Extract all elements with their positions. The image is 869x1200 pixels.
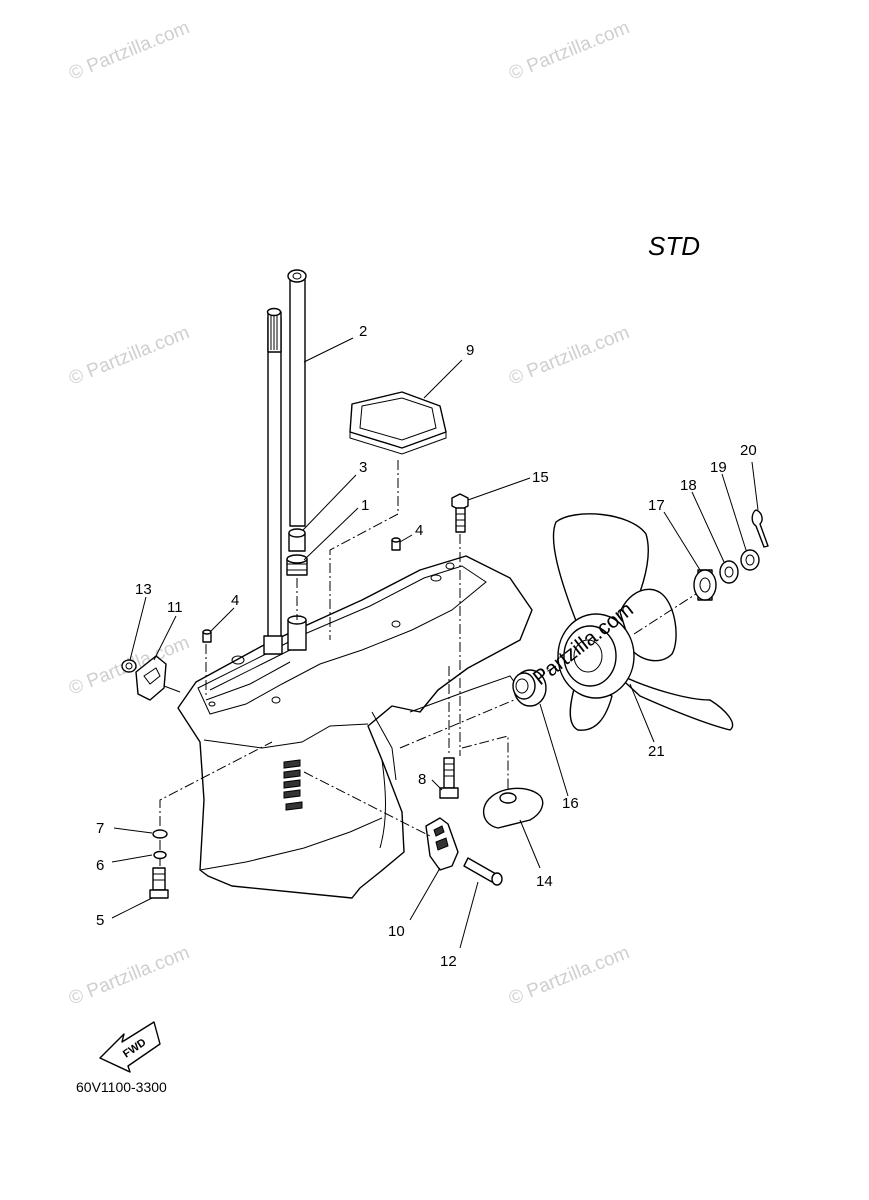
- leader-lines: [111, 337, 759, 949]
- part-11-bracket: [135, 655, 181, 701]
- callout-21: 21: [648, 743, 665, 760]
- part-15-bolt: [451, 493, 469, 533]
- variant-label: STD: [648, 231, 700, 261]
- callout-15: 15: [532, 469, 549, 486]
- part-4-dowel-pin: [391, 537, 401, 551]
- callout-16: 16: [562, 795, 579, 812]
- callout-12: 12: [440, 953, 457, 970]
- part-7-washer: [152, 829, 168, 839]
- forward-arrow-icon: FWD: [99, 1021, 161, 1073]
- callout-8: 8: [418, 771, 426, 788]
- callout-11: 11: [167, 599, 183, 616]
- diagram-code: 60V1100-3300: [76, 1079, 167, 1095]
- part-20-cotter-pin: [751, 509, 769, 548]
- callout-14: 14: [536, 873, 553, 890]
- part-10-trim-tab: [425, 817, 459, 871]
- part-4-dowel-pin: [202, 629, 212, 643]
- part-9-gasket: [349, 391, 447, 455]
- part-18-washer: [719, 560, 739, 584]
- part-16-thrust-washer: [512, 669, 547, 707]
- watermark: © Partzilla.com: [506, 17, 633, 84]
- lower-case-housing: [177, 555, 533, 899]
- callout-1: 1: [361, 497, 369, 514]
- part-17-spacer: [693, 569, 717, 601]
- callout-4: 4: [231, 592, 239, 609]
- part-8-bolt: [439, 757, 459, 799]
- part-1-grommet: [286, 554, 308, 576]
- callout-9: 9: [466, 342, 474, 359]
- callout-labels: 2 9 3 1 4 4 13 11 15 20 19 18 17 21 8 16…: [96, 323, 757, 970]
- callout-7: 7: [96, 820, 104, 837]
- callout-18: 18: [680, 477, 697, 494]
- callout-6: 6: [96, 857, 104, 874]
- callout-17: 17: [648, 497, 665, 514]
- watermark: © Partzilla.com: [506, 322, 633, 389]
- callout-4: 4: [415, 522, 423, 539]
- callout-20: 20: [740, 442, 757, 459]
- part-19-nut: [740, 549, 760, 571]
- part-21-propeller: [552, 513, 734, 731]
- watermark: © Partzilla.com: [506, 942, 633, 1009]
- drive-shaft: [266, 307, 282, 641]
- assembly-lines: [159, 460, 697, 866]
- watermark: © Partzilla.com: [66, 322, 193, 389]
- watermark: © Partzilla.com: [66, 17, 193, 84]
- callout-3: 3: [359, 459, 367, 476]
- callout-2: 2: [359, 323, 367, 340]
- part-3-collar: [288, 528, 306, 552]
- callout-13: 13: [135, 581, 152, 598]
- part-12-bolt: [463, 857, 503, 886]
- callout-19: 19: [710, 459, 727, 476]
- callout-10: 10: [388, 923, 405, 940]
- part-5-bolt: [149, 867, 169, 899]
- part-14-anode: [482, 787, 544, 829]
- part-2-water-tube: [287, 269, 307, 527]
- callout-5: 5: [96, 912, 104, 929]
- watermark: © Partzilla.com: [66, 942, 193, 1009]
- part-13-nut: [121, 659, 137, 673]
- part-6-spring-washer: [153, 850, 167, 860]
